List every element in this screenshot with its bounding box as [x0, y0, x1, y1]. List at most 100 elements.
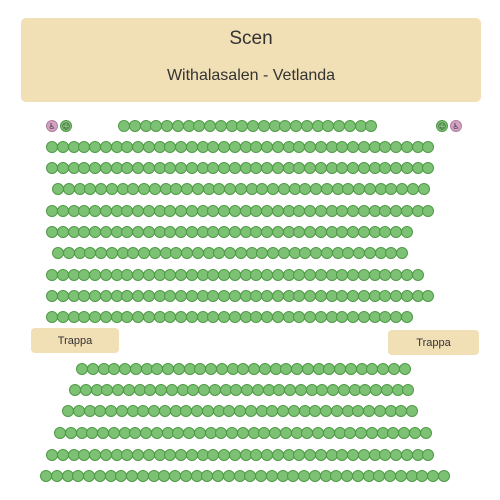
seat[interactable] — [357, 226, 370, 238]
seat[interactable] — [394, 470, 407, 482]
seat[interactable] — [228, 311, 241, 323]
seat[interactable] — [79, 384, 92, 396]
seat[interactable] — [148, 183, 161, 195]
seat[interactable] — [228, 449, 241, 461]
seat[interactable] — [357, 205, 370, 217]
seat[interactable] — [99, 162, 112, 174]
seat[interactable] — [402, 384, 415, 396]
seat[interactable] — [185, 205, 198, 217]
seat[interactable] — [62, 183, 75, 195]
seat[interactable] — [99, 290, 112, 302]
seat[interactable] — [277, 247, 290, 259]
seat[interactable] — [314, 226, 327, 238]
seat[interactable] — [179, 470, 192, 482]
companion-seat[interactable]: ☺ — [60, 120, 72, 132]
seat[interactable] — [320, 247, 333, 259]
seat[interactable] — [400, 269, 413, 281]
seat[interactable] — [129, 363, 142, 375]
seat[interactable] — [107, 427, 120, 439]
seat[interactable] — [150, 427, 163, 439]
seat[interactable] — [357, 311, 370, 323]
seat[interactable] — [314, 290, 327, 302]
seat[interactable] — [105, 247, 118, 259]
seat[interactable] — [142, 290, 155, 302]
seat[interactable] — [277, 183, 290, 195]
seat[interactable] — [222, 470, 235, 482]
seat[interactable] — [64, 427, 77, 439]
seat[interactable] — [185, 311, 198, 323]
seat[interactable] — [56, 290, 69, 302]
seat[interactable] — [122, 384, 135, 396]
seat[interactable] — [320, 183, 333, 195]
seat[interactable] — [357, 269, 370, 281]
seat[interactable] — [56, 226, 69, 238]
seat[interactable] — [191, 183, 204, 195]
seat[interactable] — [148, 247, 161, 259]
seat[interactable] — [365, 427, 378, 439]
seat[interactable] — [387, 363, 400, 375]
seat[interactable] — [99, 449, 112, 461]
seat[interactable] — [419, 427, 432, 439]
seat[interactable] — [142, 226, 155, 238]
seat[interactable] — [271, 449, 284, 461]
seat[interactable] — [201, 405, 214, 417]
seat[interactable] — [373, 405, 386, 417]
seat[interactable] — [128, 120, 141, 132]
seat[interactable] — [142, 311, 155, 323]
seat[interactable] — [351, 470, 364, 482]
seat[interactable] — [406, 183, 419, 195]
seat[interactable] — [422, 449, 435, 461]
seat[interactable] — [158, 405, 171, 417]
seat[interactable] — [56, 141, 69, 153]
seat[interactable] — [99, 226, 112, 238]
seat[interactable] — [422, 205, 435, 217]
companion-seat[interactable]: ☺ — [436, 120, 448, 132]
seat[interactable] — [56, 162, 69, 174]
seat[interactable] — [208, 384, 221, 396]
seat[interactable] — [185, 162, 198, 174]
seat[interactable] — [308, 470, 321, 482]
seat[interactable] — [422, 290, 435, 302]
seat[interactable] — [314, 162, 327, 174]
seat[interactable] — [398, 363, 411, 375]
seat[interactable] — [417, 183, 430, 195]
seat[interactable] — [99, 141, 112, 153]
seat[interactable] — [400, 311, 413, 323]
seat[interactable] — [408, 427, 421, 439]
seat[interactable] — [228, 290, 241, 302]
seat[interactable] — [215, 363, 228, 375]
seat[interactable] — [56, 205, 69, 217]
seat[interactable] — [271, 205, 284, 217]
seat[interactable] — [105, 183, 118, 195]
seat[interactable] — [400, 290, 413, 302]
seat[interactable] — [279, 427, 292, 439]
seat[interactable] — [185, 226, 198, 238]
seat[interactable] — [185, 269, 198, 281]
seat[interactable] — [330, 405, 343, 417]
seat[interactable] — [50, 470, 63, 482]
seat[interactable] — [56, 269, 69, 281]
seat[interactable] — [251, 384, 264, 396]
seat[interactable] — [357, 290, 370, 302]
seat[interactable] — [365, 120, 378, 132]
seat[interactable] — [271, 162, 284, 174]
seat[interactable] — [271, 141, 284, 153]
seat[interactable] — [422, 162, 435, 174]
seat[interactable] — [322, 427, 335, 439]
seat[interactable] — [93, 470, 106, 482]
seat[interactable] — [165, 384, 178, 396]
seat[interactable] — [314, 269, 327, 281]
seat[interactable] — [142, 205, 155, 217]
seat[interactable] — [396, 247, 408, 259]
seat[interactable] — [363, 183, 376, 195]
seat[interactable] — [380, 384, 393, 396]
seat[interactable] — [185, 141, 198, 153]
seat[interactable] — [234, 247, 247, 259]
seat[interactable] — [294, 384, 307, 396]
seat[interactable] — [185, 449, 198, 461]
seat[interactable] — [271, 226, 284, 238]
seat[interactable] — [193, 427, 206, 439]
seat[interactable] — [62, 247, 75, 259]
seat[interactable] — [314, 205, 327, 217]
seat[interactable] — [411, 269, 424, 281]
